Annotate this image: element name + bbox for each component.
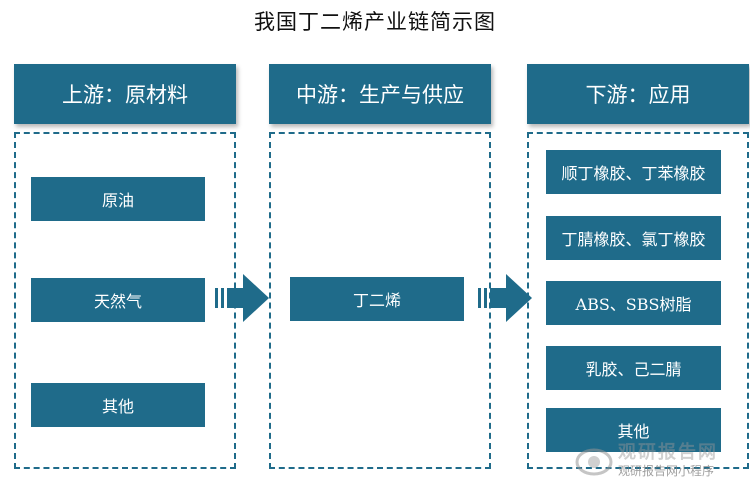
downstream-frame bbox=[527, 132, 749, 469]
logo-icon bbox=[575, 448, 613, 476]
watermark-subtitle: 观研报告网小程序 bbox=[618, 464, 715, 478]
downstream-item-abs-sbs: ABS、SBS树脂 bbox=[546, 281, 721, 325]
right-arrow-icon bbox=[215, 274, 269, 322]
right-arrow-icon bbox=[478, 274, 532, 322]
upstream-item-crude-oil: 原油 bbox=[31, 177, 205, 221]
downstream-item-nbr-cr: 丁腈橡胶、氯丁橡胶 bbox=[546, 216, 721, 260]
diagram-title: 我国丁二烯产业链简示图 bbox=[254, 10, 496, 34]
downstream-header: 下游：应用 bbox=[527, 64, 749, 124]
upstream-item-natural-gas: 天然气 bbox=[31, 278, 205, 322]
midstream-header: 中游：生产与供应 bbox=[269, 64, 491, 124]
midstream-item-butadiene: 丁二烯 bbox=[290, 277, 464, 321]
upstream-header: 上游：原材料 bbox=[14, 64, 236, 124]
downstream-item-br-sbr: 顺丁橡胶、丁苯橡胶 bbox=[546, 150, 721, 194]
upstream-item-other: 其他 bbox=[31, 383, 205, 427]
watermark-title: 观研报告网 bbox=[618, 442, 718, 463]
downstream-item-other: 其他 bbox=[546, 408, 721, 452]
downstream-item-latex-adn: 乳胶、己二腈 bbox=[546, 346, 721, 390]
watermark: 观研报告网 观研报告网小程序 bbox=[574, 438, 744, 482]
